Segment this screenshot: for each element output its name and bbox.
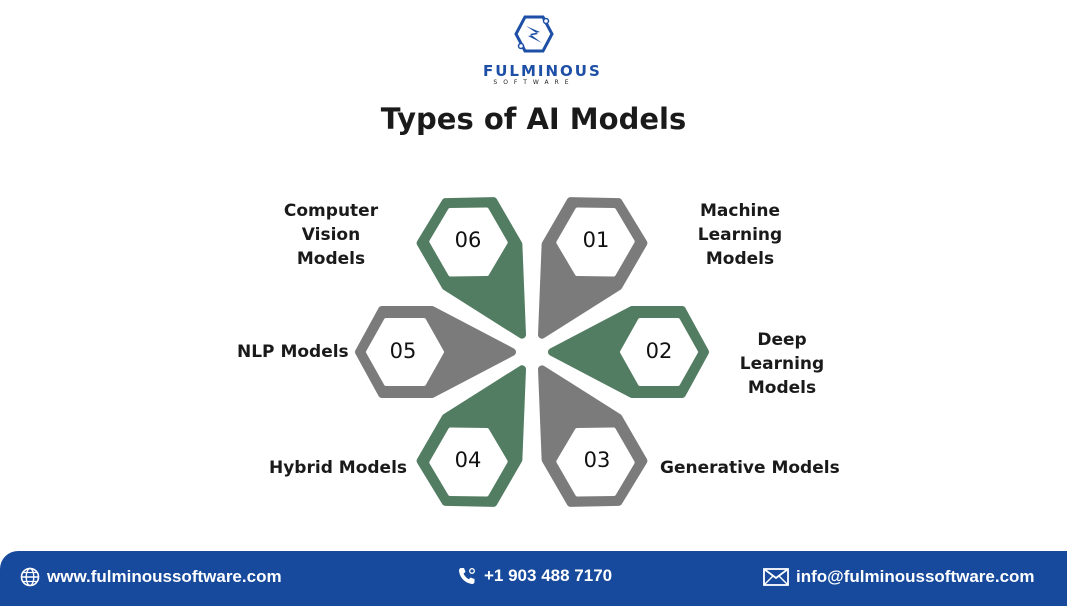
label-line: Deep Learning — [739, 330, 825, 374]
footer-website[interactable]: www.fulminoussoftware.com — [20, 567, 282, 587]
petal-hexagon — [366, 318, 444, 386]
mail-icon — [763, 568, 789, 586]
label-nlp: NLP Models — [237, 342, 349, 362]
footer-email[interactable]: info@fulminoussoftware.com — [763, 567, 1035, 587]
label-deep-learning: Deep Learning Models — [719, 328, 845, 400]
petal-01 — [538, 197, 648, 339]
petal-hexagon — [556, 427, 635, 497]
label-computer-vision: Computer Vision Models — [256, 199, 406, 271]
number-02: 02 — [645, 339, 673, 363]
page-title: Types of AI Models — [380, 102, 687, 136]
label-line: Models — [747, 378, 817, 398]
label-machine-learning: Machine Learning Models — [664, 199, 816, 271]
petal-04 — [416, 365, 526, 507]
petal-03 — [538, 365, 648, 507]
label-line: Machine Learning — [697, 201, 783, 245]
label-line: Computer Vision — [283, 201, 379, 245]
phone-icon — [459, 568, 475, 584]
email-link[interactable]: info@fulminoussoftware.com — [796, 567, 1035, 586]
petal-hexagon — [620, 318, 698, 386]
petal-hexagon — [429, 427, 508, 497]
petal-05 — [355, 306, 516, 398]
number-01: 01 — [582, 228, 610, 252]
footer: www.fulminoussoftware.com +1 903 488 717… — [0, 551, 1067, 606]
petal-hexagon — [429, 207, 508, 277]
phone-number[interactable]: +1 903 488 7170 — [484, 566, 613, 585]
logo-sub: SOFTWARE — [493, 79, 575, 86]
number-04: 04 — [454, 448, 482, 472]
globe-icon — [20, 567, 40, 587]
footer-phone[interactable]: +1 903 488 7170 — [457, 566, 612, 586]
number-03: 03 — [583, 448, 611, 472]
website-link[interactable]: www.fulminoussoftware.com — [47, 567, 282, 586]
logo-brand: FULMINOUS — [483, 62, 602, 80]
logo-hexagon-icon — [514, 15, 554, 53]
petal-02 — [548, 306, 709, 398]
petal-06 — [416, 197, 526, 339]
label-line: Models — [296, 249, 366, 269]
logo: FULMINOUS SOFTWARE — [483, 12, 602, 86]
number-05: 05 — [389, 339, 417, 363]
number-06: 06 — [454, 228, 482, 252]
label-generative: Generative Models — [660, 458, 840, 478]
petal-hexagon — [556, 207, 635, 277]
label-line: Models — [705, 249, 775, 269]
label-hybrid: Hybrid Models — [269, 458, 408, 478]
